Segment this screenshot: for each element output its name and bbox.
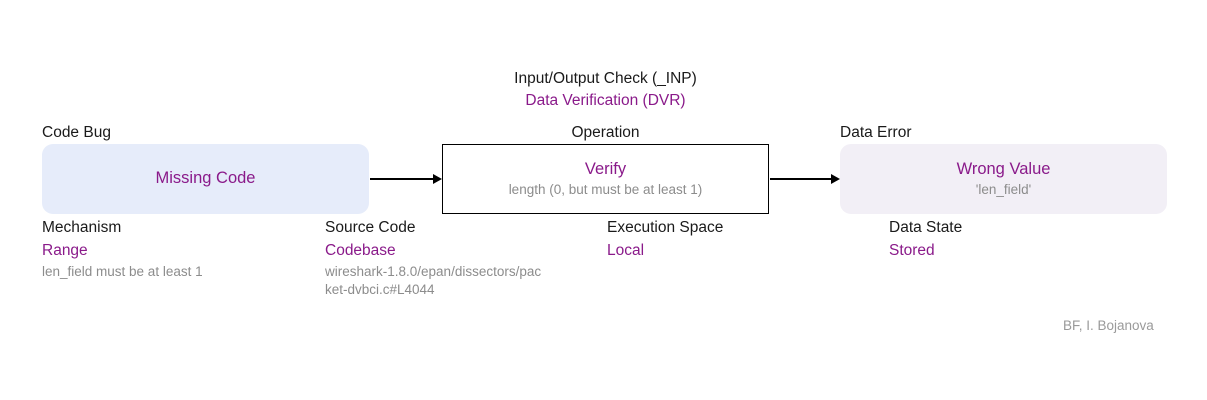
source-code-value: Codebase — [325, 242, 396, 259]
arrow-operation-to-error-line — [770, 178, 832, 180]
mechanism-detail: len_field must be at least 1 — [42, 264, 203, 279]
credit-label: BF, I. Bojanova — [1063, 318, 1154, 333]
code-bug-category-label: Code Bug — [42, 124, 111, 141]
operation-subclass-label: Data Verification (DVR) — [525, 92, 686, 110]
data-error-node-title: Wrong Value — [956, 159, 1051, 178]
data-error-node-sub: 'len_field' — [975, 182, 1032, 198]
operation-class-label: Input/Output Check (_INP) — [514, 70, 697, 87]
source-code-detail: wireshark-1.8.0/epan/dissectors/packet-d… — [325, 264, 542, 297]
data-error-node[interactable]: Wrong Value 'len_field' — [840, 144, 1167, 214]
code-bug-node-title: Missing Code — [155, 169, 256, 188]
mechanism-label: Mechanism — [42, 219, 122, 236]
arrow-bug-to-operation-head — [433, 173, 442, 184]
arrow-operation-to-error-head — [831, 173, 840, 184]
operation-category-label: Operation — [571, 124, 640, 141]
mechanism-value: Range — [42, 242, 88, 259]
execution-space-value: Local — [607, 242, 645, 259]
execution-space-label: Execution Space — [607, 219, 724, 236]
data-state-value: Stored — [889, 242, 935, 259]
operation-node[interactable]: Verify length (0, but must be at least 1… — [442, 144, 769, 214]
code-bug-node[interactable]: Missing Code — [42, 144, 369, 214]
operation-node-sub: length (0, but must be at least 1) — [508, 182, 703, 198]
data-error-category-label: Data Error — [840, 124, 912, 141]
arrow-bug-to-operation-line — [370, 178, 434, 180]
data-state-label: Data State — [889, 219, 963, 236]
operation-node-title: Verify — [584, 159, 627, 178]
source-code-label: Source Code — [325, 219, 416, 236]
operation-header-block: Input/Output Check (_INP) Data Verificat… — [442, 68, 769, 113]
